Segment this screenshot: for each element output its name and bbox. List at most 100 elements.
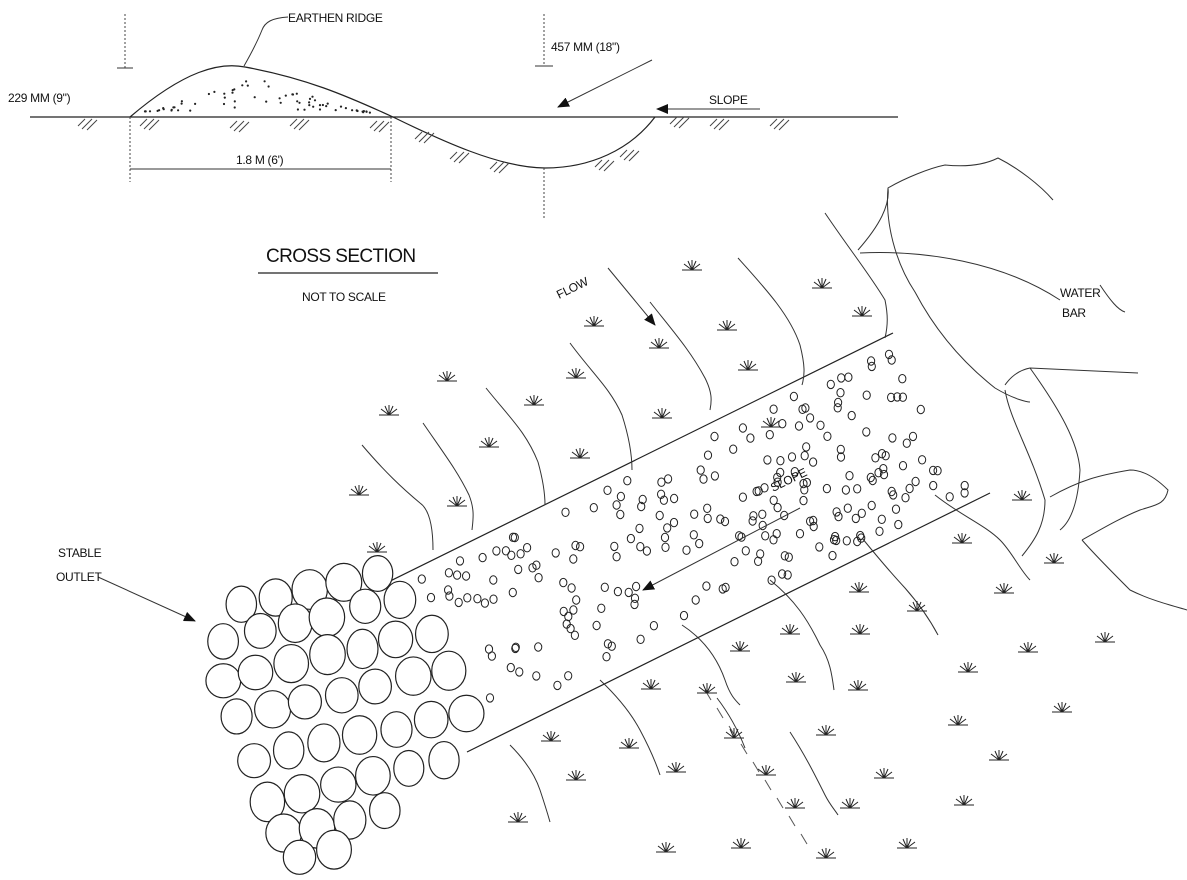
stable-outlet-rocks: [205, 555, 485, 875]
gravel-stone: [478, 552, 487, 563]
gravel-stone: [893, 392, 902, 402]
grass-tuft: [641, 679, 661, 690]
grass-tuft: [697, 683, 717, 694]
gravel-stone: [902, 438, 911, 448]
ground-hatch: [669, 116, 690, 129]
outlet-rock: [333, 800, 367, 840]
gravel-stone: [773, 472, 782, 483]
grass-tuft: [566, 368, 586, 379]
gravel-stone: [569, 605, 578, 615]
outlet-rock: [308, 597, 346, 638]
gravel-stone: [837, 373, 846, 383]
gravel-stone: [898, 461, 908, 471]
grass-tuft: [437, 371, 457, 382]
gravel-stone: [905, 483, 914, 494]
grass-tuft: [508, 812, 528, 823]
upslope-contour: [737, 257, 805, 386]
gravel-stone: [623, 476, 632, 486]
ground-hatch: [414, 131, 435, 144]
outlet-rock: [307, 723, 341, 763]
ridge-dot: [311, 95, 314, 98]
ridge-dot: [278, 97, 281, 100]
gravel-stone: [853, 536, 862, 547]
ridge-dot: [170, 109, 173, 112]
gravel-stone: [898, 392, 908, 402]
upslope-contour: [649, 301, 712, 411]
gravel-stone: [589, 503, 598, 513]
ridge-dot: [231, 91, 234, 94]
gravel-stone: [867, 361, 876, 372]
gravel-stone: [809, 515, 818, 526]
gravel-stone: [780, 510, 789, 521]
gravel-stone: [778, 569, 787, 579]
gravel-stone: [507, 550, 516, 560]
ridge-dot: [361, 110, 364, 113]
gravel-stone: [528, 563, 537, 573]
gravel-stone: [842, 536, 851, 546]
outlet-rock: [354, 755, 391, 796]
ridge-dot: [318, 104, 322, 107]
ridge-dot: [326, 102, 329, 105]
gravel-stone: [802, 477, 812, 488]
gravel-stone: [616, 491, 626, 502]
ridge-dot: [233, 106, 236, 109]
gravel-stone: [453, 570, 462, 580]
outlet-label-line2: OUTLET: [56, 570, 103, 584]
grass-tuft: [1012, 490, 1032, 501]
gravel-stone: [738, 492, 748, 502]
ridge-dot: [180, 100, 183, 103]
gravel-stone: [767, 575, 776, 585]
ridge-dot: [246, 84, 249, 87]
gravel-stone: [655, 510, 664, 521]
gravel-stone: [894, 519, 903, 530]
gravel-stone: [569, 554, 578, 564]
ground-hatch: [619, 149, 640, 162]
gravel-stone: [484, 644, 494, 654]
gravel-stone: [630, 599, 639, 610]
grass-tuft: [447, 496, 467, 507]
cross-section-slope-label: SLOPE: [709, 93, 748, 107]
gravel-stone: [649, 621, 659, 631]
grass-tuft: [948, 715, 968, 726]
downslope-contour: [509, 744, 551, 823]
gravel-stone: [843, 503, 852, 513]
water-bar-gravel: [417, 349, 969, 703]
gravel-stone: [881, 451, 890, 461]
outlet-rock: [249, 781, 286, 823]
grass-tuft: [849, 582, 869, 593]
outlet-arrow: [97, 576, 196, 622]
upslope-contour: [485, 387, 546, 506]
gravel-stone: [826, 379, 835, 390]
gravel-stone: [887, 355, 896, 365]
gravel-stone: [696, 465, 705, 475]
gravel-stone: [670, 493, 679, 504]
outlet-rock: [272, 731, 305, 770]
ridge-dot: [233, 100, 236, 103]
ridge-dot: [241, 84, 244, 87]
ridge-dot: [296, 108, 299, 111]
gravel-stone: [866, 472, 875, 483]
grass-tuft: [756, 765, 776, 776]
gravel-stone: [784, 552, 793, 562]
gravel-stone: [879, 464, 888, 474]
gravel-stone: [695, 538, 704, 549]
grass-tuft: [619, 738, 639, 749]
gravel-stone: [566, 623, 575, 634]
gravel-stone: [660, 532, 670, 543]
grass-tuft: [379, 405, 399, 416]
gravel-stone: [799, 478, 808, 489]
gravel-stone: [561, 507, 570, 517]
gravel-stone: [945, 492, 954, 502]
ridge-dot: [189, 109, 192, 112]
outlet-rock: [393, 749, 425, 787]
trench: [392, 116, 656, 169]
gravel-stone: [664, 474, 673, 484]
ridge-dot: [267, 85, 270, 88]
gravel-stone: [758, 509, 767, 519]
gravel-stone: [657, 489, 666, 499]
gravel-stone: [738, 423, 748, 433]
gravel-stone: [828, 550, 837, 561]
gravel-stone: [868, 475, 877, 486]
grass-tuft: [656, 842, 676, 853]
gravel-stone: [911, 476, 920, 487]
